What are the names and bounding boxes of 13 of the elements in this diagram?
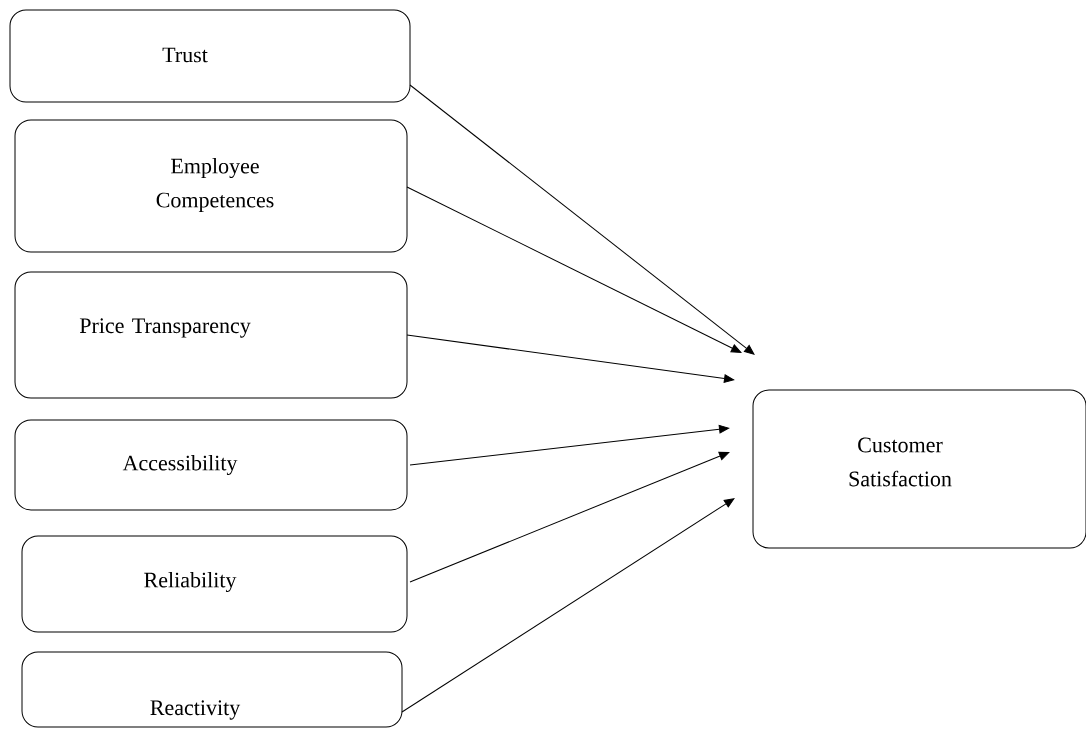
factor-box: Trust	[9, 9, 411, 103]
arrow	[409, 84, 755, 355]
factor-box: Reliability	[21, 535, 408, 633]
arrow	[406, 334, 735, 383]
arrow	[409, 451, 730, 583]
arrow	[406, 186, 742, 353]
factor-box: Accessibility	[14, 419, 408, 511]
factor-box: Reactivity	[21, 651, 403, 728]
factor-box: Customer Satisfaction	[752, 389, 1086, 549]
arrow	[401, 498, 735, 713]
factor-box: Price Transparency	[14, 271, 408, 399]
arrow	[409, 424, 730, 466]
factor-box: Employee Competences	[14, 119, 408, 253]
